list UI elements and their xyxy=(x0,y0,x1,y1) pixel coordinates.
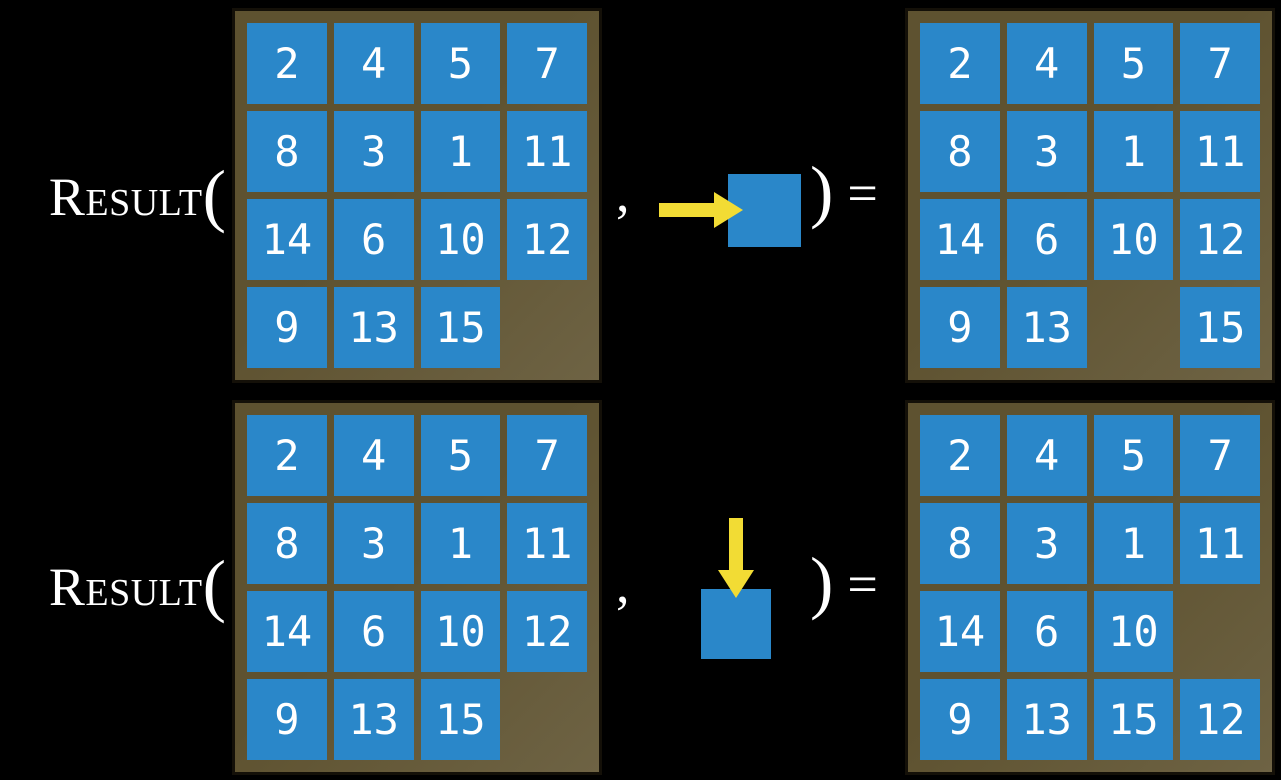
tile-5: 5 xyxy=(420,415,501,496)
tile-1: 1 xyxy=(420,503,501,584)
tile-2: 2 xyxy=(247,23,327,104)
tile-15: 15 xyxy=(1093,679,1174,760)
equals-sign: = xyxy=(847,163,878,223)
open-paren: ( xyxy=(202,156,226,235)
tile-1: 1 xyxy=(1093,503,1174,584)
tile-10: 10 xyxy=(1093,199,1174,280)
tile-2: 2 xyxy=(920,23,1000,104)
tile-12: 12 xyxy=(507,591,587,672)
tile-14: 14 xyxy=(920,199,1000,280)
tile-12: 12 xyxy=(1180,199,1260,280)
function-name: Result xyxy=(48,167,203,227)
tile-3: 3 xyxy=(333,111,414,192)
tile-4: 4 xyxy=(1006,415,1087,496)
tile-10: 10 xyxy=(420,591,501,672)
close-paren: ) xyxy=(810,543,834,622)
tile-6: 6 xyxy=(1006,591,1087,672)
tile-5: 5 xyxy=(420,23,501,104)
tile-12: 12 xyxy=(507,199,587,280)
tile-3: 3 xyxy=(1006,503,1087,584)
tile-13: 13 xyxy=(333,287,414,368)
tile-10: 10 xyxy=(1093,591,1174,672)
tile-7: 7 xyxy=(1180,23,1260,104)
tile-6: 6 xyxy=(333,199,414,280)
tile-5: 5 xyxy=(1093,415,1174,496)
tile-5: 5 xyxy=(1093,23,1174,104)
tile-12: 12 xyxy=(1180,679,1260,760)
tile-2: 2 xyxy=(920,415,1000,496)
right-arrow-icon xyxy=(659,192,743,228)
tile-1: 1 xyxy=(420,111,501,192)
tile-14: 14 xyxy=(920,591,1000,672)
tile-7: 7 xyxy=(1180,415,1260,496)
tile-6: 6 xyxy=(333,591,414,672)
blank-cell xyxy=(1094,287,1174,368)
tile-8: 8 xyxy=(920,503,1000,584)
tile-15: 15 xyxy=(420,679,501,760)
close-paren-equals-1: )= xyxy=(810,156,878,226)
tile-3: 3 xyxy=(1006,111,1087,192)
tile-8: 8 xyxy=(920,111,1000,192)
tile-9: 9 xyxy=(920,679,1000,760)
close-paren-equals-2: )= xyxy=(810,547,878,617)
tile-2: 2 xyxy=(247,415,327,496)
tile-7: 7 xyxy=(507,415,587,496)
open-paren: ( xyxy=(202,546,226,625)
tile-3: 3 xyxy=(333,503,414,584)
tile-13: 13 xyxy=(1006,679,1087,760)
result-label-1: Result( xyxy=(0,160,226,230)
tile-4: 4 xyxy=(1006,23,1087,104)
result-label-2: Result( xyxy=(0,550,226,620)
blank-cell xyxy=(507,679,587,760)
tile-14: 14 xyxy=(247,591,327,672)
tile-1: 1 xyxy=(1093,111,1174,192)
tile-6: 6 xyxy=(1006,199,1087,280)
blank-cell xyxy=(1180,591,1260,672)
tile-13: 13 xyxy=(1006,287,1087,368)
tile-9: 9 xyxy=(920,287,1000,368)
down-arrow-icon xyxy=(718,518,754,598)
tile-8: 8 xyxy=(247,503,327,584)
close-paren: ) xyxy=(810,152,834,231)
tile-9: 9 xyxy=(247,287,327,368)
equals-sign: = xyxy=(847,554,878,614)
tile-11: 11 xyxy=(1180,503,1260,584)
tile-8: 8 xyxy=(247,111,327,192)
tile-4: 4 xyxy=(333,415,414,496)
tile-15: 15 xyxy=(420,287,501,368)
tile-13: 13 xyxy=(333,679,414,760)
tile-11: 11 xyxy=(1180,111,1260,192)
tile-11: 11 xyxy=(507,111,587,192)
comma-separator: , xyxy=(616,554,630,614)
tile-square-icon xyxy=(701,589,771,659)
tile-4: 4 xyxy=(333,23,414,104)
tile-7: 7 xyxy=(507,23,587,104)
tile-15: 15 xyxy=(1180,287,1260,368)
tile-14: 14 xyxy=(247,199,327,280)
tile-10: 10 xyxy=(420,199,501,280)
function-name: Result xyxy=(48,557,203,617)
comma-separator: , xyxy=(616,163,630,223)
blank-cell xyxy=(507,287,587,368)
tile-9: 9 xyxy=(247,679,327,760)
tile-11: 11 xyxy=(507,503,587,584)
